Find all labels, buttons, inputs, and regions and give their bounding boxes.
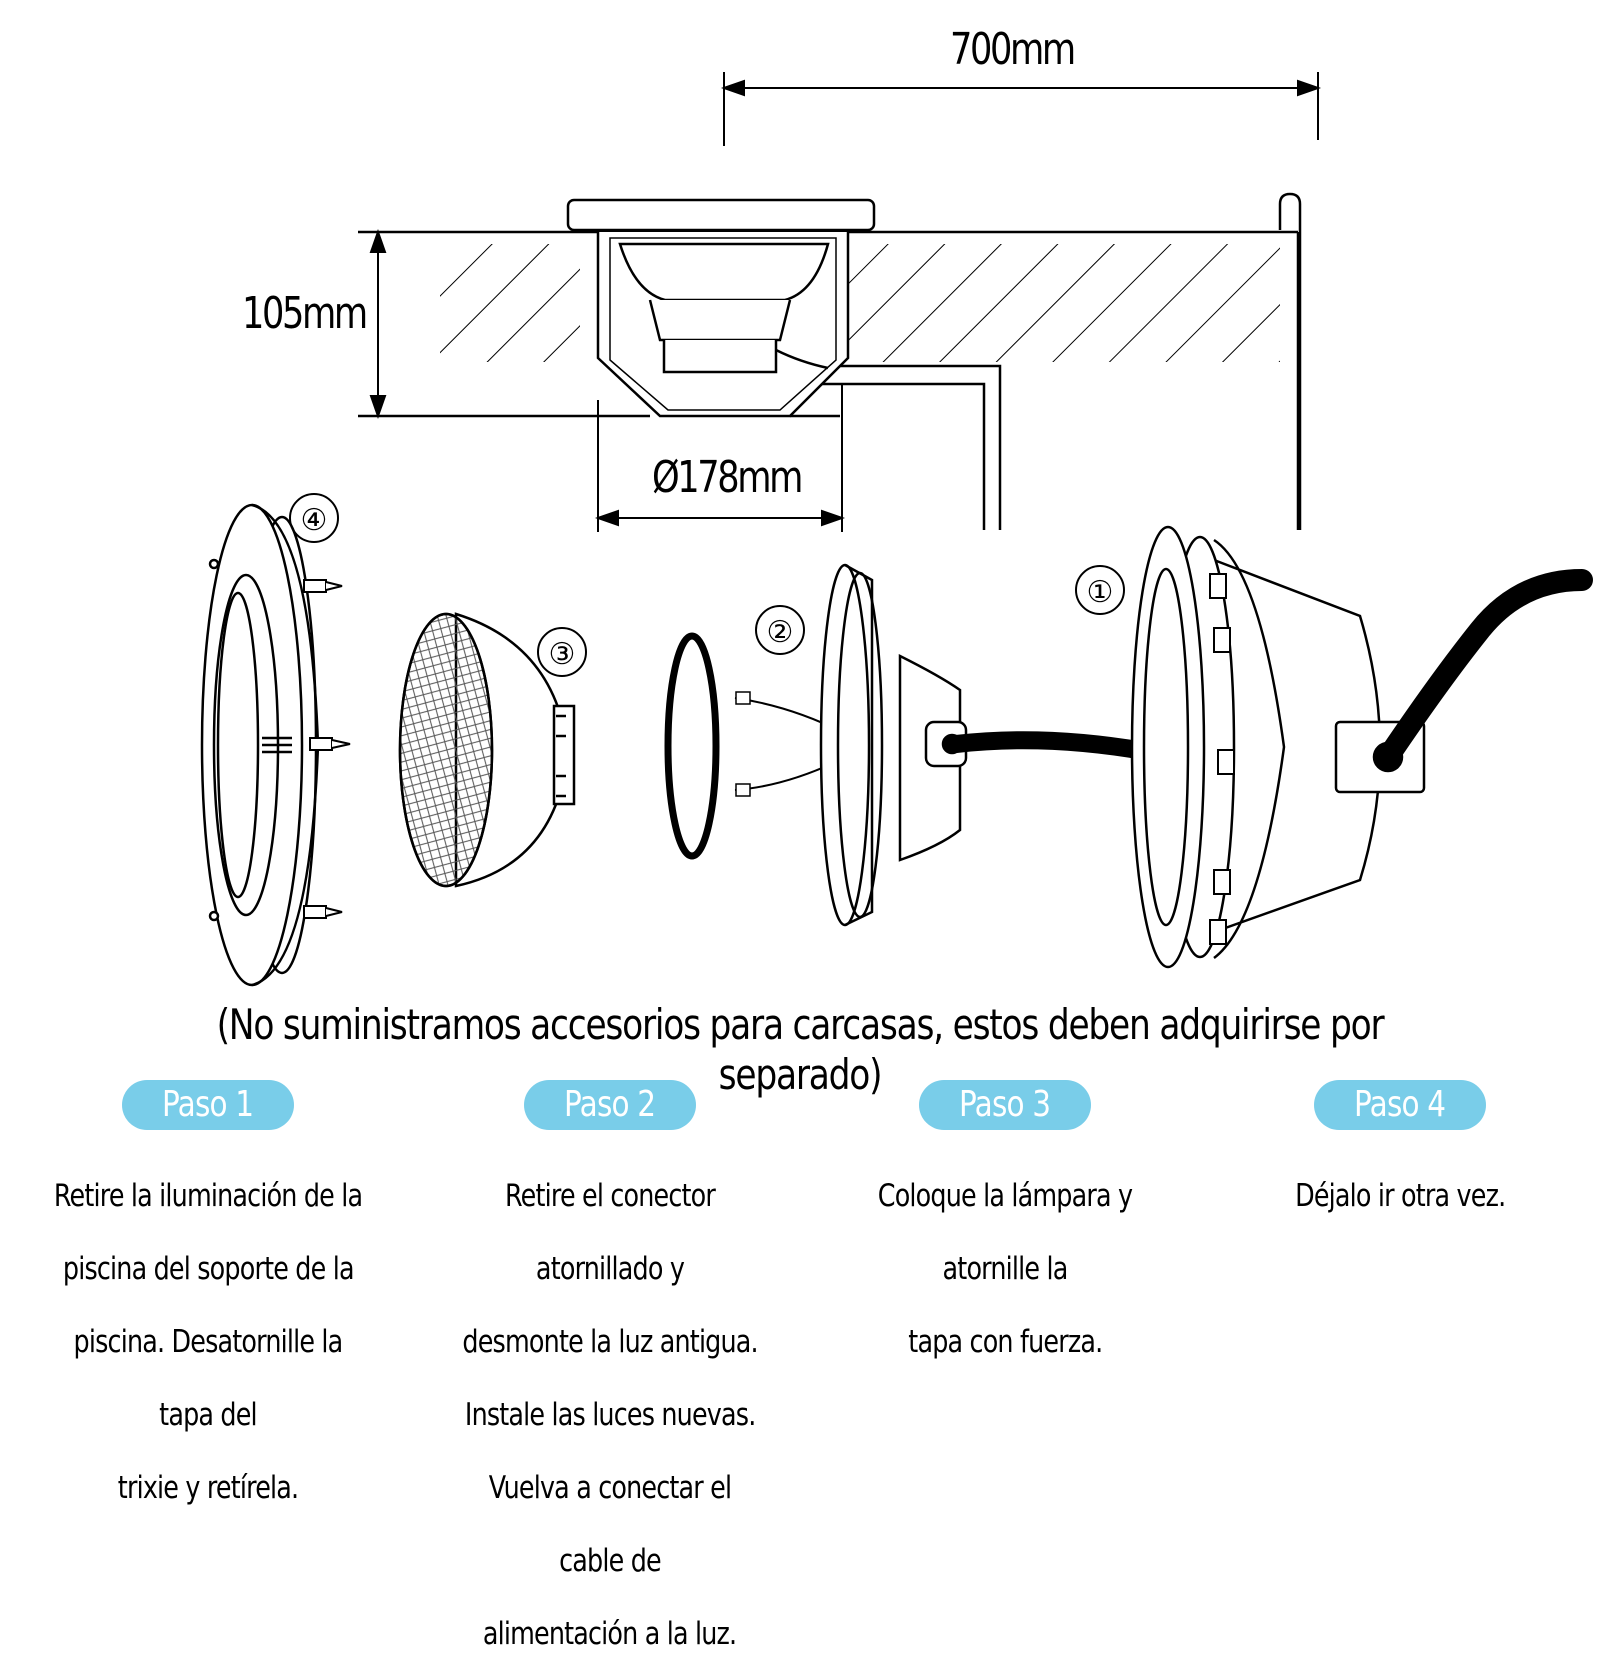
step-4: Paso 4 Déjalo ir otra vez. — [1210, 1080, 1590, 1233]
callout-4: ④ — [301, 503, 328, 538]
housing-section — [566, 198, 876, 418]
step-1-pill: Paso 1 — [122, 1080, 294, 1130]
callout-3: ③ — [549, 637, 576, 672]
o-ring-part — [664, 632, 720, 860]
step-4-text: Déjalo ir otra vez. — [1294, 1178, 1506, 1214]
screws — [303, 579, 351, 919]
niche-housing-part — [1130, 525, 1426, 969]
installation-diagram: ① ② ③ ④ — [200, 72, 1593, 987]
lamp-holder-part — [734, 563, 968, 927]
step-2-text: Retire el conector atornillado y desmont… — [462, 1178, 758, 1652]
step-3-text: Coloque la lámpara y atornille la tapa c… — [877, 1178, 1133, 1360]
callout-1: ① — [1087, 575, 1114, 610]
wall-cross-section — [358, 192, 1302, 530]
step-2: Paso 2 Retire el conector atornillado y … — [420, 1080, 800, 1671]
step-3: Paso 3 Coloque la lámpara y atornille la… — [815, 1080, 1195, 1379]
dimension-diameter-label: Ø178mm — [652, 452, 803, 503]
dimension-height-label: 105mm — [242, 288, 368, 339]
accessories-notice: (No suministramos accesorios para carcas… — [216, 1000, 1385, 1100]
callout-2: ② — [767, 615, 794, 650]
step-1-text: Retire la iluminación de la piscina del … — [53, 1178, 363, 1506]
callouts — [289, 493, 1125, 677]
trim-ring-part — [200, 503, 351, 987]
housing-bolts — [1209, 573, 1235, 945]
par-lamp-part — [398, 612, 576, 888]
dimension-width-label: 700mm — [950, 24, 1076, 75]
step-2-pill: Paso 2 — [524, 1080, 696, 1130]
step-3-pill: Paso 3 — [919, 1080, 1091, 1130]
step-4-pill: Paso 4 — [1314, 1080, 1486, 1130]
external-cable — [1377, 569, 1593, 768]
dimension-lines — [369, 72, 1322, 532]
step-1: Paso 1 Retire la iluminación de la pisci… — [18, 1080, 398, 1525]
